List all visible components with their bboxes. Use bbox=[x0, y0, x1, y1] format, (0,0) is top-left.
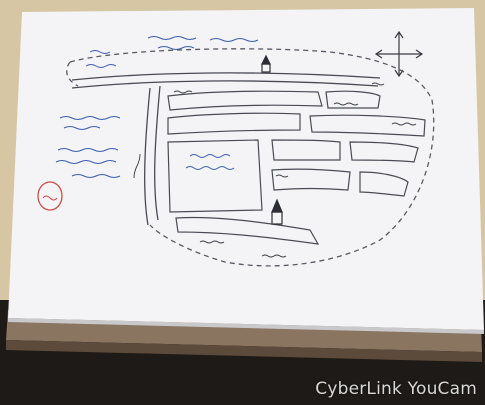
map-blocks bbox=[167, 90, 426, 245]
dashed-boundary bbox=[66, 48, 435, 267]
paper-shadow bbox=[8, 318, 484, 334]
main-road bbox=[71, 72, 381, 226]
compass-rose-icon bbox=[374, 30, 424, 78]
paper-sheet bbox=[8, 8, 484, 330]
street-labels bbox=[133, 82, 417, 258]
temple-icon bbox=[271, 198, 283, 225]
temple-icon bbox=[261, 54, 271, 73]
webcam-watermark: CyberLink YouCam bbox=[315, 379, 477, 399]
blue-handwriting bbox=[55, 36, 259, 178]
board-edge-shadow bbox=[6, 340, 482, 362]
circled-stamp-icon bbox=[37, 181, 63, 211]
